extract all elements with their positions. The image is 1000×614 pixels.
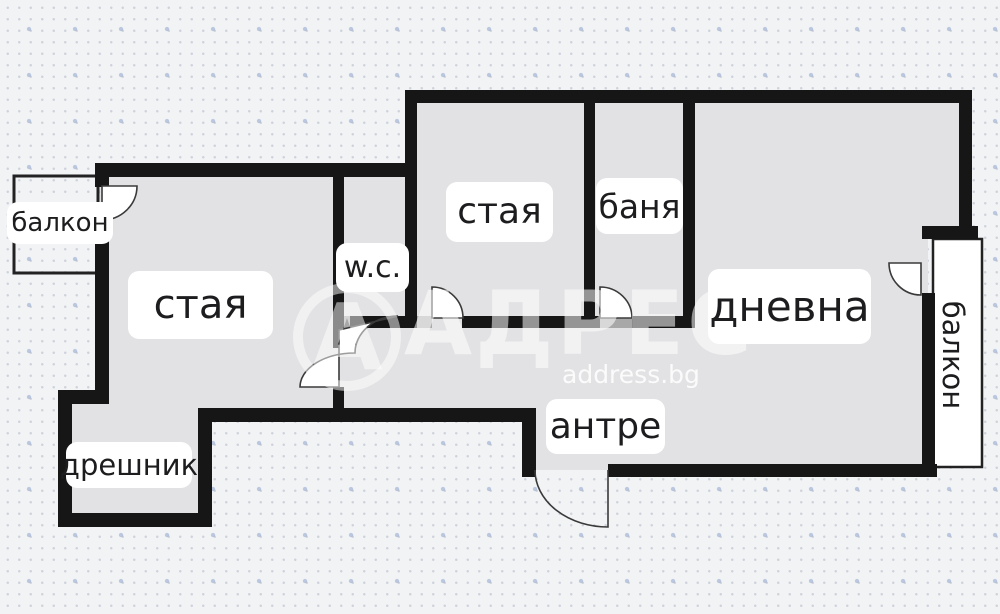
- label-room-left: стая: [128, 271, 273, 339]
- door-arc-balcony-right: [888, 262, 922, 296]
- door-arc-room-left: [299, 315, 399, 388]
- wall-bath-living-divider: [683, 103, 695, 328]
- label-balcony-left: балкон: [7, 202, 113, 244]
- label-bathroom: баня: [596, 178, 683, 234]
- label-wc: w.c.: [336, 243, 409, 292]
- door-thresholds: [342, 316, 632, 328]
- wall-top: [405, 90, 972, 103]
- door-arc-entrance: [534, 469, 609, 528]
- label-living-room: дневна: [708, 269, 871, 344]
- wall-corridor-top-3: [632, 316, 695, 328]
- label-room-middle: стая: [446, 182, 553, 242]
- threshold-room-middle: [417, 316, 432, 328]
- watermark-logo: А: [293, 283, 401, 391]
- watermark-site: address.bg: [562, 360, 700, 389]
- floor-living-upper: [695, 98, 963, 238]
- wall-bottom: [608, 464, 937, 477]
- label-closet: дрешник: [60, 442, 198, 488]
- wall-left: [95, 220, 109, 404]
- wall-left-nib: [95, 163, 109, 187]
- wall-right-upper: [959, 90, 972, 232]
- threshold-bathroom: [600, 316, 632, 328]
- wall-closet-bottom: [58, 513, 212, 527]
- label-hallway: антре: [546, 399, 665, 454]
- watermark-brand: АДРЕС: [404, 272, 755, 375]
- door-arc-bathroom: [599, 286, 633, 319]
- wall-closet-right: [198, 408, 212, 527]
- wall-right-lower: [922, 293, 935, 477]
- wall-top-left: [95, 163, 417, 177]
- wall-room-left-lower-seg: [333, 387, 344, 421]
- wall-entrance-step: [522, 408, 536, 477]
- wall-corridor-bottom: [198, 408, 536, 422]
- door-arc-room-middle: [431, 286, 464, 319]
- threshold-wc: [342, 316, 350, 328]
- wall-room-bath-divider: [584, 103, 595, 328]
- wall-closet-left: [58, 390, 72, 527]
- wall-corridor-top-2: [462, 316, 600, 328]
- label-balcony-right: балкон: [936, 300, 971, 410]
- floor-room-middle: [415, 98, 700, 415]
- watermark-logo-letter: А: [311, 284, 382, 391]
